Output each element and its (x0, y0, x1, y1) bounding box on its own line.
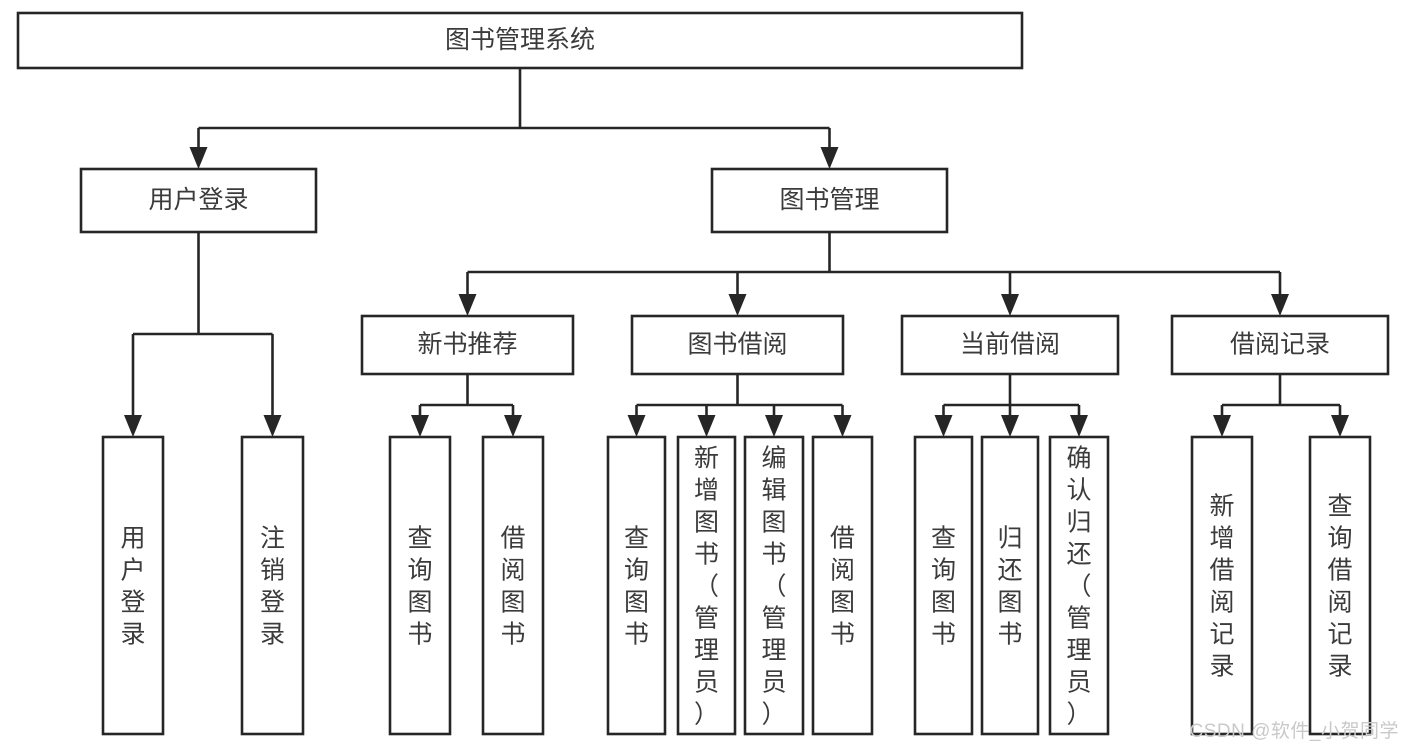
node-label: 新增图书（管理员） (694, 444, 719, 728)
node-box[interactable] (360, 314, 575, 376)
node-borrow-record[interactable]: 借阅记录 (1170, 314, 1390, 376)
arrow-head-icon (1001, 294, 1019, 316)
arrow-head-icon (411, 415, 429, 437)
node-leaf-rec-borrow[interactable]: 借阅图书 (481, 435, 545, 736)
node-label: 新书推荐 (417, 331, 517, 359)
node-label: 编辑图书（管理员） (761, 444, 786, 728)
node-box[interactable] (743, 435, 805, 736)
node-label: 查询图书 (407, 524, 432, 648)
node-label: 查询借阅记录 (1327, 492, 1352, 680)
arrow-head-icon (820, 147, 839, 169)
node-label: 查询图书 (624, 524, 649, 648)
node-new-book-rec[interactable]: 新书推荐 (360, 314, 575, 376)
node-leaf-rec-search[interactable]: 查询借阅记录 (1308, 435, 1372, 736)
node-leaf-cur-confirm[interactable]: 确认归还（管理员） (1048, 435, 1110, 736)
node-leaf-rec-add[interactable]: 新增借阅记录 (1190, 435, 1254, 736)
node-box[interactable] (900, 314, 1120, 376)
node-leaf-borrow-query[interactable]: 查询图书 (606, 435, 667, 736)
node-book-manage[interactable]: 图书管理 (710, 167, 949, 234)
node-box[interactable] (811, 435, 874, 736)
node-leaf-user-login[interactable]: 用户登录 (101, 435, 165, 736)
node-box[interactable] (1190, 435, 1254, 736)
node-box[interactable] (630, 314, 845, 376)
node-label: 归还图书 (997, 524, 1022, 648)
arrow-head-icon (458, 294, 477, 316)
node-box[interactable] (388, 435, 452, 736)
node-label: 用户登录 (148, 186, 248, 214)
node-leaf-borrow-add[interactable]: 新增图书（管理员） (676, 435, 737, 736)
node-box[interactable] (79, 167, 318, 234)
node-label: 确认归还（管理员） (1066, 444, 1091, 728)
node-book-borrow[interactable]: 图书借阅 (630, 314, 845, 376)
node-layer: 图书管理系统用户登录图书管理新书推荐图书借阅当前借阅借阅记录用户登录注销登录查询… (16, 11, 1390, 736)
arrow-head-icon (1001, 415, 1019, 437)
arrow-head-icon (833, 415, 852, 437)
node-box[interactable] (101, 435, 165, 736)
node-user-login[interactable]: 用户登录 (79, 167, 318, 234)
csdn-watermark: CSDN @软件_小贺同学 (1189, 721, 1399, 742)
node-box[interactable] (1308, 435, 1372, 736)
node-box[interactable] (1048, 435, 1110, 736)
node-box[interactable] (710, 167, 949, 234)
node-label: 查询图书 (931, 524, 956, 648)
node-label: 图书管理 (779, 186, 879, 214)
node-leaf-borrow-do[interactable]: 借阅图书 (811, 435, 874, 736)
arrow-head-icon (765, 415, 783, 437)
node-box[interactable] (1170, 314, 1390, 376)
node-label: 当前借阅 (960, 331, 1060, 359)
node-box[interactable] (980, 435, 1040, 736)
arrow-head-icon (124, 415, 142, 437)
node-leaf-cur-return[interactable]: 归还图书 (980, 435, 1040, 736)
node-box[interactable] (913, 435, 974, 736)
node-label: 新增借阅记录 (1209, 492, 1234, 680)
node-label: 借阅记录 (1230, 331, 1330, 359)
arrow-head-icon (934, 415, 953, 437)
node-label: 用户登录 (120, 524, 145, 648)
node-label: 注销登录 (260, 524, 285, 648)
node-box[interactable] (16, 11, 1024, 70)
arrow-head-icon (728, 294, 747, 316)
node-leaf-cur-query[interactable]: 查询图书 (913, 435, 974, 736)
node-box[interactable] (606, 435, 667, 736)
connector-layer (124, 68, 1349, 437)
node-label: 借阅图书 (830, 524, 855, 648)
arrow-head-icon (627, 415, 646, 437)
node-leaf-rec-query[interactable]: 查询图书 (388, 435, 452, 736)
node-box[interactable] (676, 435, 737, 736)
node-box[interactable] (481, 435, 545, 736)
arrow-head-icon (504, 415, 522, 437)
node-label: 图书借阅 (687, 331, 787, 359)
arrow-head-icon (1070, 415, 1088, 437)
node-label: 借阅图书 (500, 524, 525, 648)
arrow-head-icon (1271, 294, 1289, 316)
arrow-head-icon (697, 415, 716, 437)
node-leaf-borrow-edit[interactable]: 编辑图书（管理员） (743, 435, 805, 736)
node-leaf-user-logout[interactable]: 注销登录 (240, 435, 305, 736)
arrow-head-icon (1331, 415, 1349, 437)
arrow-head-icon (189, 147, 208, 169)
arrow-head-icon (263, 415, 282, 437)
node-root[interactable]: 图书管理系统 (16, 11, 1024, 70)
arrow-head-icon (1213, 415, 1231, 437)
node-label: 图书管理系统 (445, 26, 595, 54)
node-current-borrow[interactable]: 当前借阅 (900, 314, 1120, 376)
node-box[interactable] (240, 435, 305, 736)
